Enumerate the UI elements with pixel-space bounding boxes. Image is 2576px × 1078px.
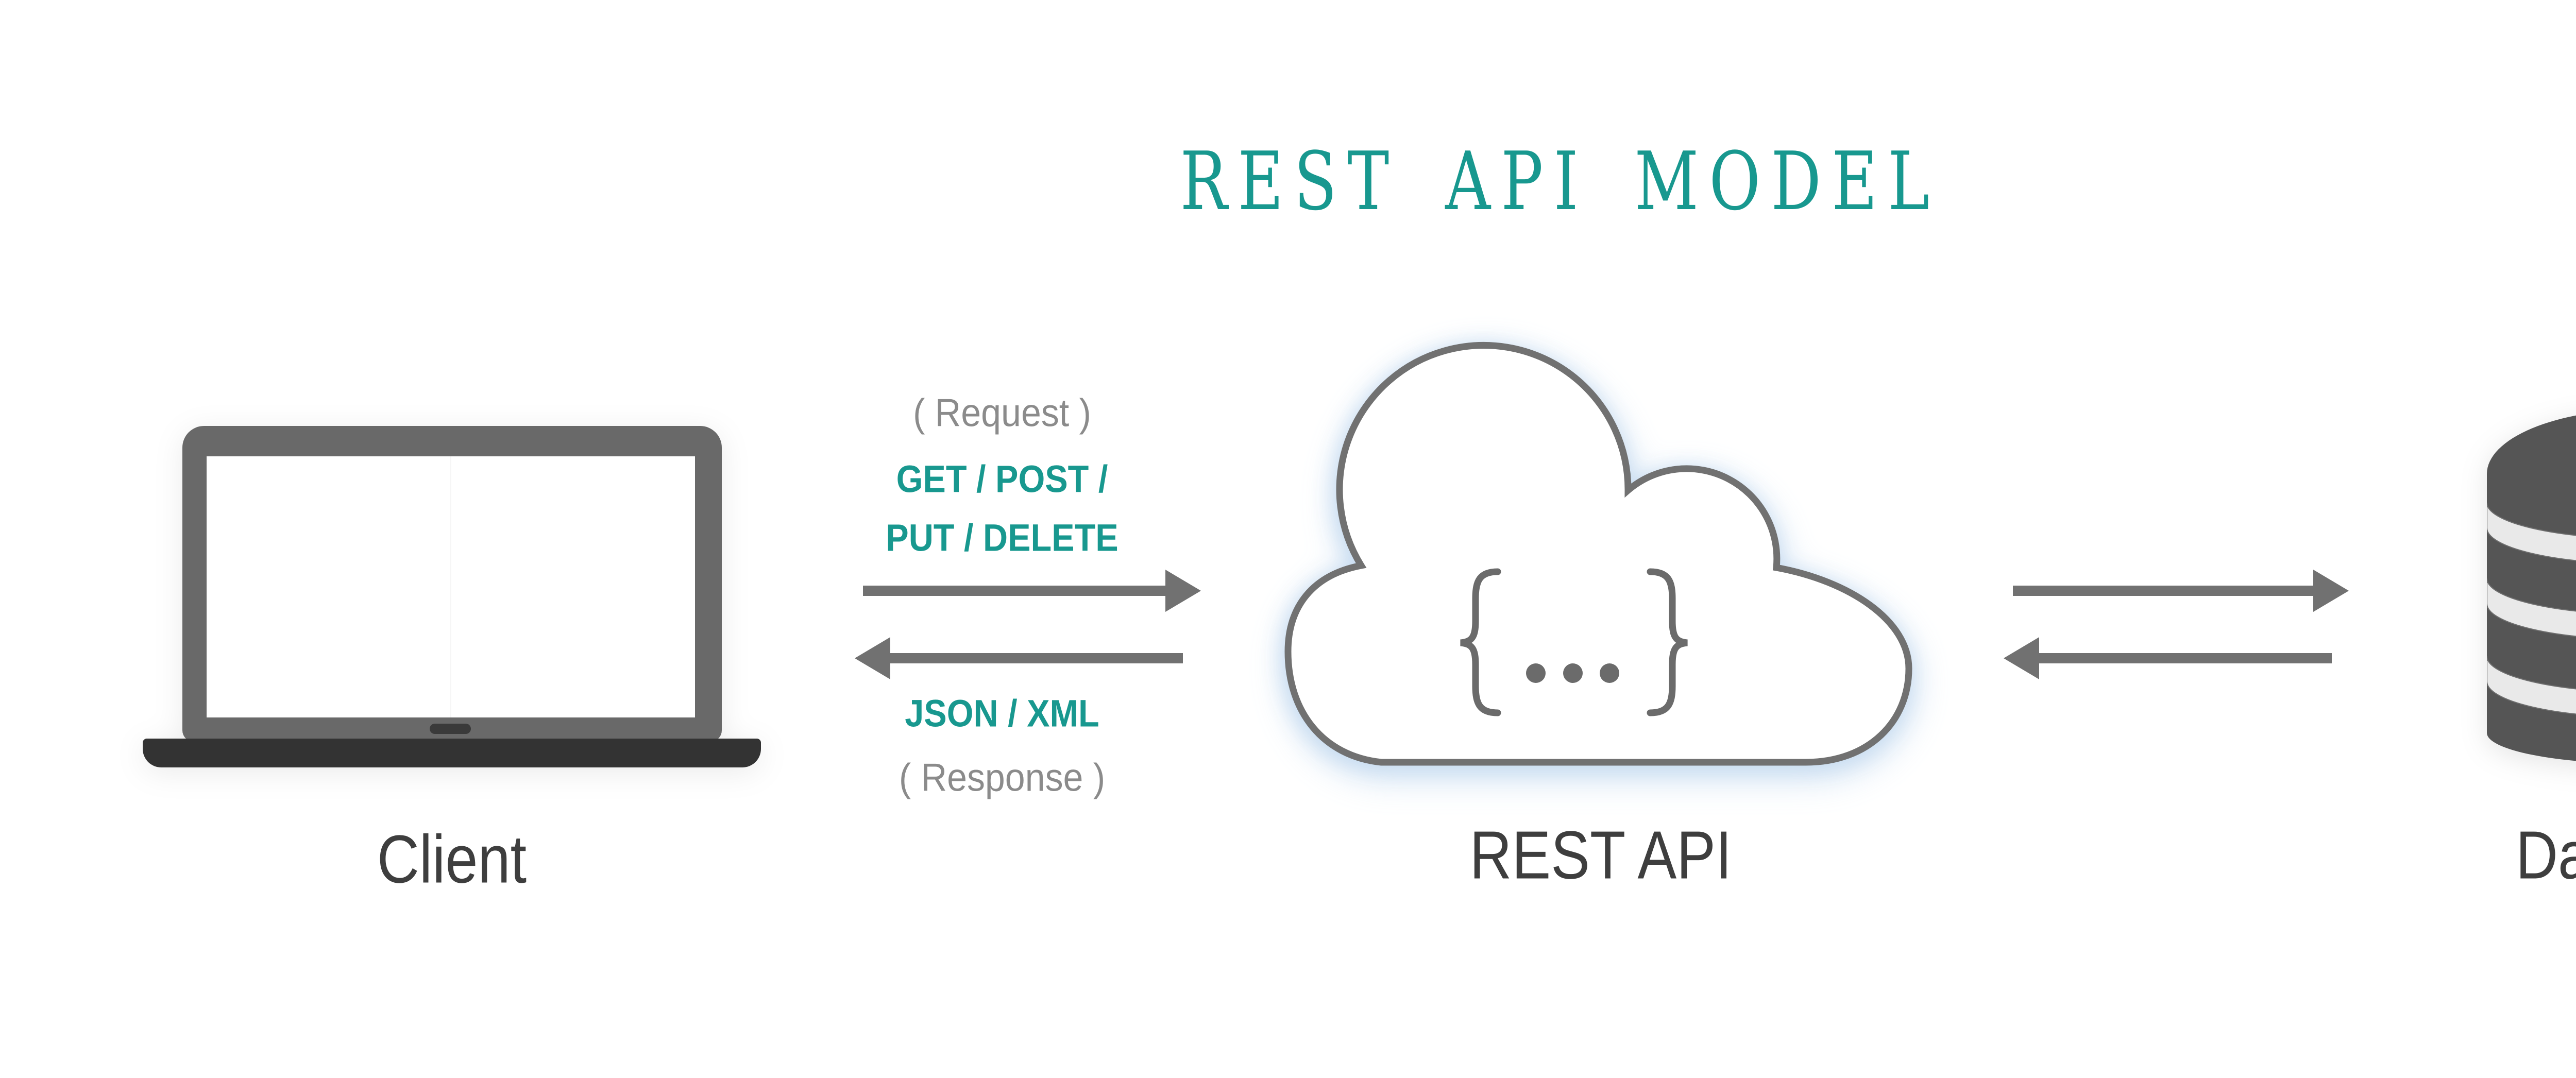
laptop-icon <box>143 426 761 767</box>
request-annotation: ( Request ) <box>913 391 1091 435</box>
left-brace-icon <box>1460 568 1501 716</box>
response-formats: JSON / XML <box>905 692 1099 735</box>
request-methods-line2: PUT / DELETE <box>886 516 1118 559</box>
response-annotation: ( Response ) <box>899 756 1106 800</box>
client-request-arrow-icon <box>863 570 1201 612</box>
client-node-label: Client <box>377 821 527 897</box>
api-db-response-arrow-icon <box>2004 637 2332 679</box>
cloud-icon <box>1284 342 1912 766</box>
laptop-screen <box>207 456 695 717</box>
laptop-base <box>143 739 761 767</box>
ellipsis-dot <box>1526 663 1546 683</box>
ellipsis-dot <box>1600 663 1619 683</box>
laptop-screen-seam <box>450 456 451 717</box>
client-response-arrow-icon <box>855 637 1183 679</box>
laptop-hinge-notch <box>430 724 471 734</box>
database-gap-band <box>2487 656 2576 718</box>
ellipsis-dot <box>1563 663 1583 683</box>
rest-api-node-label: REST API <box>1469 817 1732 893</box>
database-cylinder-icon <box>2487 415 2576 761</box>
database-node-label: Database <box>2516 817 2576 893</box>
database-gap-band <box>2487 578 2576 640</box>
database-gap-band <box>2487 502 2576 564</box>
code-braces-icon <box>1460 568 1688 716</box>
right-brace-icon <box>1647 568 1688 716</box>
api-db-request-arrow-icon <box>2013 570 2349 612</box>
page-title: REST API MODEL <box>1180 134 1940 228</box>
request-methods-line1: GET / POST / <box>896 457 1108 501</box>
